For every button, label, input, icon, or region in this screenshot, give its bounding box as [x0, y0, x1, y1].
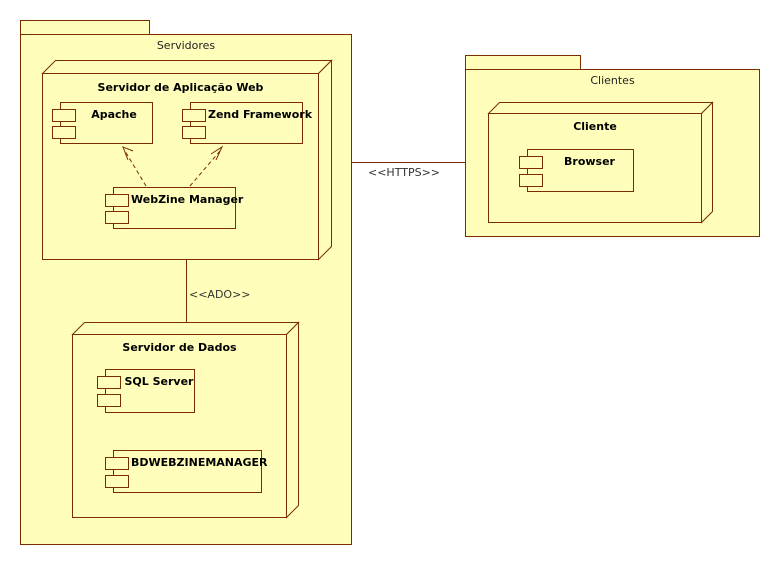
component-tab-upper-bdwebzinemanager	[105, 457, 129, 470]
node-title-servidor-de-dados: Servidor de Dados	[122, 341, 237, 354]
component-label-webzine-manager: WebZine Manager	[131, 193, 244, 206]
package-title-clientes: Clientes	[590, 74, 635, 87]
component-body-apache	[60, 102, 153, 144]
component-tab-lower-browser	[519, 174, 543, 187]
component-label-zend-framework: Zend Framework	[208, 108, 313, 121]
node-3d-outline-cliente	[487, 101, 714, 224]
component-label-browser: Browser	[564, 155, 615, 168]
component-body-webzine-manager	[113, 187, 236, 229]
component-label-sql-server: SQL Server	[124, 375, 194, 388]
component-tab-lower-sql-server	[97, 394, 121, 407]
component-tab-upper-browser	[519, 156, 543, 169]
component-label-bdwebzinemanager: BDWEBZINEMANAGER	[131, 456, 268, 469]
component-tab-upper-sql-server	[97, 376, 121, 389]
connector-label-https: <<HTTPS>>	[368, 166, 440, 179]
component-tab-lower-zend-framework	[182, 126, 206, 139]
connector-https-line[interactable]	[352, 162, 465, 163]
component-tab-upper-zend-framework	[182, 109, 206, 122]
component-body-browser	[527, 149, 634, 192]
node-title-servidor-aplicacao-web: Servidor de Aplicação Web	[97, 81, 264, 94]
package-tab-clientes	[465, 55, 581, 70]
connector-ado-line[interactable]	[186, 259, 187, 326]
package-title-servidores: Servidores	[156, 39, 216, 52]
package-tab-servidores	[20, 20, 150, 35]
component-tab-upper-apache	[52, 109, 76, 122]
component-label-apache: Apache	[91, 108, 137, 121]
component-tab-upper-webzine-manager	[105, 194, 129, 207]
component-body-bdwebzinemanager	[113, 450, 262, 493]
component-tab-lower-bdwebzinemanager	[105, 475, 129, 488]
connector-label-ado: <<ADO>>	[189, 288, 251, 301]
component-body-zend-framework	[190, 102, 303, 144]
node-servidor-aplicacao-web[interactable]: Servidor de Aplicação Web	[41, 59, 333, 261]
component-tab-lower-webzine-manager	[105, 211, 129, 224]
node-cliente[interactable]: Cliente	[487, 101, 714, 224]
node-title-cliente: Cliente	[573, 120, 617, 133]
component-tab-lower-apache	[52, 126, 76, 139]
